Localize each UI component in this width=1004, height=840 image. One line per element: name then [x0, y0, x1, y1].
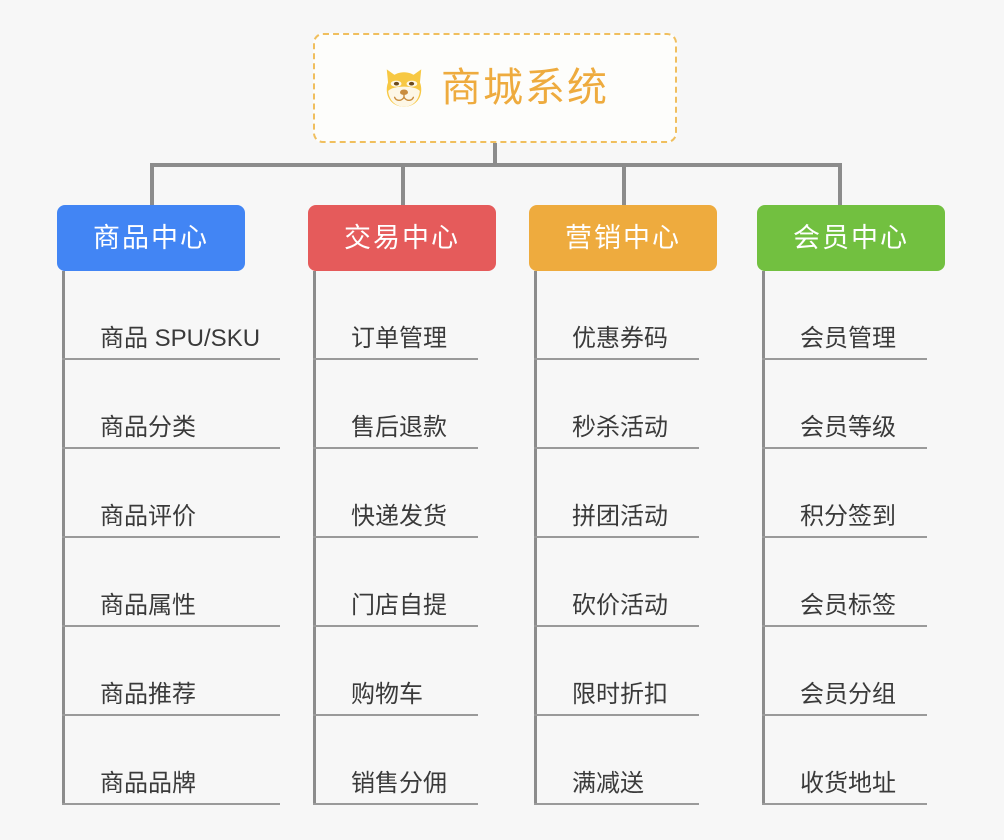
- leaf-item-label: 商品评价: [100, 503, 196, 530]
- leaf-underline: [762, 803, 927, 805]
- branch-label: 交易中心: [344, 222, 460, 253]
- leaf-item[interactable]: 优惠券码: [534, 271, 764, 360]
- leaf-underline: [534, 714, 699, 716]
- connector-drop-4: [838, 163, 842, 205]
- leaf-underline: [534, 447, 699, 449]
- leaf-underline: [762, 447, 927, 449]
- leaf-item[interactable]: 砍价活动: [534, 538, 764, 627]
- leaf-column-member-center: 会员管理会员等级积分签到会员标签会员分组收货地址: [762, 271, 992, 805]
- leaf-item-label: 拼团活动: [572, 503, 668, 530]
- leaf-underline: [534, 625, 699, 627]
- leaf-item[interactable]: 满减送: [534, 716, 764, 805]
- leaf-underline: [313, 625, 478, 627]
- leaf-item-label: 商品推荐: [100, 681, 196, 708]
- branch-node-member-center[interactable]: 会员中心: [757, 205, 945, 271]
- leaf-item-label: 满减送: [572, 770, 644, 797]
- leaf-underline: [62, 625, 280, 627]
- leaf-item[interactable]: 积分签到: [762, 449, 992, 538]
- branch-label: 商品中心: [93, 222, 209, 253]
- leaf-item-label: 商品属性: [100, 592, 196, 619]
- leaf-underline: [62, 447, 280, 449]
- leaf-underline: [62, 803, 280, 805]
- leaf-item[interactable]: 售后退款: [313, 360, 543, 449]
- leaf-item[interactable]: 会员管理: [762, 271, 992, 360]
- leaf-column-product-center: 商品 SPU/SKU 商品分类商品评价商品属性商品推荐商品品牌: [62, 271, 292, 805]
- leaf-item[interactable]: 会员分组: [762, 627, 992, 716]
- connector-drop-2: [401, 163, 405, 205]
- leaf-underline: [62, 536, 280, 538]
- leaf-item[interactable]: 商品品牌: [62, 716, 292, 805]
- leaf-item[interactable]: 订单管理: [313, 271, 543, 360]
- root-node[interactable]: 商城系统: [313, 33, 677, 143]
- connector-bus: [150, 163, 840, 167]
- leaf-spine: [62, 271, 65, 805]
- leaf-item-label: 售后退款: [351, 414, 447, 441]
- leaf-underline: [313, 536, 478, 538]
- leaf-item[interactable]: 拼团活动: [534, 449, 764, 538]
- leaf-underline: [762, 536, 927, 538]
- leaf-underline: [534, 358, 699, 360]
- leaf-item[interactable]: 销售分佣: [313, 716, 543, 805]
- leaf-underline: [534, 803, 699, 805]
- leaf-item-label: 门店自提: [351, 592, 447, 619]
- leaf-item[interactable]: 会员标签: [762, 538, 992, 627]
- leaf-underline: [534, 536, 699, 538]
- leaf-item[interactable]: 商品 SPU/SKU: [62, 271, 292, 360]
- connector-stem: [493, 143, 497, 165]
- leaf-spine: [534, 271, 537, 805]
- leaf-item-label: 会员分组: [800, 681, 896, 708]
- branch-node-marketing-center[interactable]: 营销中心: [529, 205, 717, 271]
- leaf-item-label: 会员标签: [800, 592, 896, 619]
- leaf-item[interactable]: 会员等级: [762, 360, 992, 449]
- leaf-underline: [762, 358, 927, 360]
- leaf-underline: [313, 447, 478, 449]
- leaf-item-label: 会员等级: [800, 414, 896, 441]
- root-title: 商城系统: [441, 66, 609, 110]
- leaf-spine: [762, 271, 765, 805]
- leaf-item-label: 订单管理: [351, 325, 447, 352]
- leaf-underline: [62, 714, 280, 716]
- leaf-underline: [762, 625, 927, 627]
- leaf-underline: [313, 714, 478, 716]
- branch-label: 会员中心: [793, 222, 909, 253]
- leaf-item-label: 收货地址: [800, 770, 896, 797]
- shiba-dog-face-icon: [386, 69, 422, 107]
- leaf-item-label: 商品分类: [100, 414, 196, 441]
- leaf-item[interactable]: 商品推荐: [62, 627, 292, 716]
- leaf-item-label: 购物车: [351, 681, 423, 708]
- leaf-item-label: 限时折扣: [572, 681, 668, 708]
- leaf-underline: [313, 803, 478, 805]
- leaf-item[interactable]: 秒杀活动: [534, 360, 764, 449]
- leaf-item[interactable]: 限时折扣: [534, 627, 764, 716]
- leaf-column-marketing-center: 优惠券码秒杀活动拼团活动砍价活动限时折扣满减送: [534, 271, 764, 805]
- leaf-underline: [62, 358, 280, 360]
- branch-node-trade-center[interactable]: 交易中心: [308, 205, 496, 271]
- leaf-item[interactable]: 商品属性: [62, 538, 292, 627]
- leaf-item-label: 商品 SPU/SKU: [100, 325, 261, 352]
- leaf-item-label: 优惠券码: [572, 325, 668, 352]
- leaf-item-label: 销售分佣: [351, 770, 447, 797]
- leaf-item[interactable]: 收货地址: [762, 716, 992, 805]
- leaf-underline: [762, 714, 927, 716]
- leaf-item[interactable]: 门店自提: [313, 538, 543, 627]
- connector-drop-1: [150, 163, 154, 205]
- branch-label: 营销中心: [565, 222, 681, 253]
- branch-node-product-center[interactable]: 商品中心: [57, 205, 245, 271]
- leaf-item[interactable]: 商品分类: [62, 360, 292, 449]
- leaf-item-label: 会员管理: [800, 325, 896, 352]
- leaf-item[interactable]: 商品评价: [62, 449, 292, 538]
- leaf-item[interactable]: 购物车: [313, 627, 543, 716]
- connector-drop-3: [622, 163, 626, 205]
- leaf-item[interactable]: 快递发货: [313, 449, 543, 538]
- leaf-item-label: 积分签到: [800, 503, 896, 530]
- leaf-item-label: 商品品牌: [100, 770, 196, 797]
- leaf-item-label: 快递发货: [351, 503, 447, 530]
- leaf-item-label: 秒杀活动: [572, 414, 668, 441]
- leaf-column-trade-center: 订单管理售后退款快递发货门店自提购物车销售分佣: [313, 271, 543, 805]
- leaf-underline: [313, 358, 478, 360]
- leaf-item-label: 砍价活动: [572, 592, 668, 619]
- leaf-spine: [313, 271, 316, 805]
